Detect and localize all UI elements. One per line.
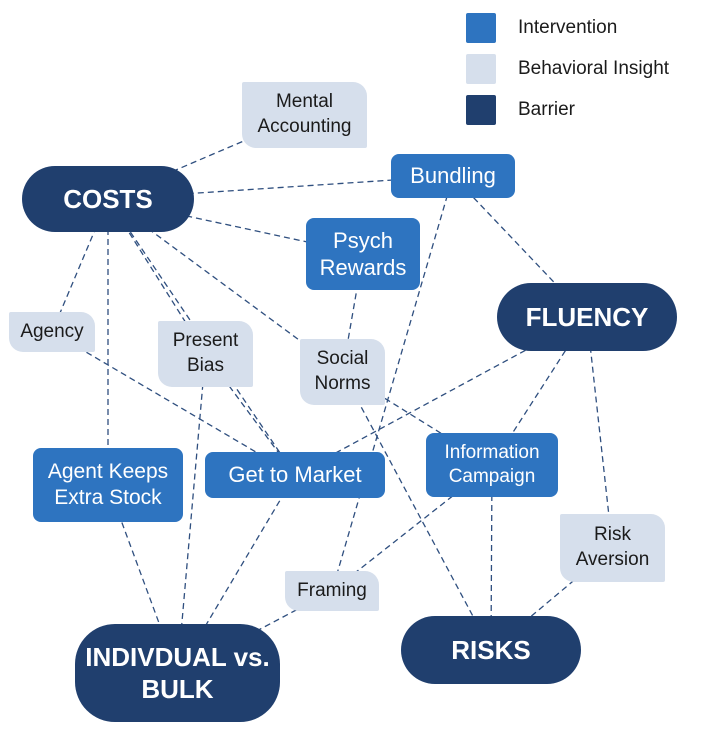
edge-present-bulk	[176, 353, 207, 674]
legend-label-barrier: Barrier	[518, 99, 576, 120]
edge-costs-market	[107, 198, 296, 476]
insight-mental-accounting: Mental Accounting	[242, 82, 367, 148]
barrier-risks: RISKS	[401, 616, 581, 684]
barrier-costs: COSTS	[22, 166, 194, 232]
intervention-information-campaign: Information Campaign	[426, 433, 558, 497]
edge-costs-bundling	[107, 175, 454, 200]
legend-label-intervention: Intervention	[518, 17, 618, 38]
intervention-bundling: Bundling	[391, 154, 515, 198]
edge-bundling-framing	[331, 175, 454, 592]
insight-framing: Framing	[285, 571, 379, 611]
legend-swatch-insight	[466, 54, 496, 84]
intervention-psych-rewards: Psych Rewards	[306, 218, 420, 290]
edge-social-risks	[341, 371, 492, 651]
barrier-fluency: FLUENCY	[497, 283, 677, 351]
insight-present-bias: Present Bias	[158, 321, 253, 387]
insight-social-norms: Social Norms	[300, 339, 385, 405]
intervention-agent-keeps-extra-stock: Agent Keeps Extra Stock	[33, 448, 183, 522]
intervention-get-to-market: Get to Market	[205, 452, 385, 498]
barrier-individual-vs-bulk: INDIVDUAL vs. BULK	[75, 624, 280, 722]
insight-risk-aversion: Risk Aversion	[560, 514, 665, 582]
legend-swatch-barrier	[466, 95, 496, 125]
insight-agency: Agency	[9, 312, 95, 352]
edge-agency-market	[51, 331, 296, 476]
legend-label-insight: Behavioral Insight	[518, 58, 670, 79]
edge-fluency-risk_aversion	[586, 316, 614, 549]
legend-swatch-intervention	[466, 13, 496, 43]
